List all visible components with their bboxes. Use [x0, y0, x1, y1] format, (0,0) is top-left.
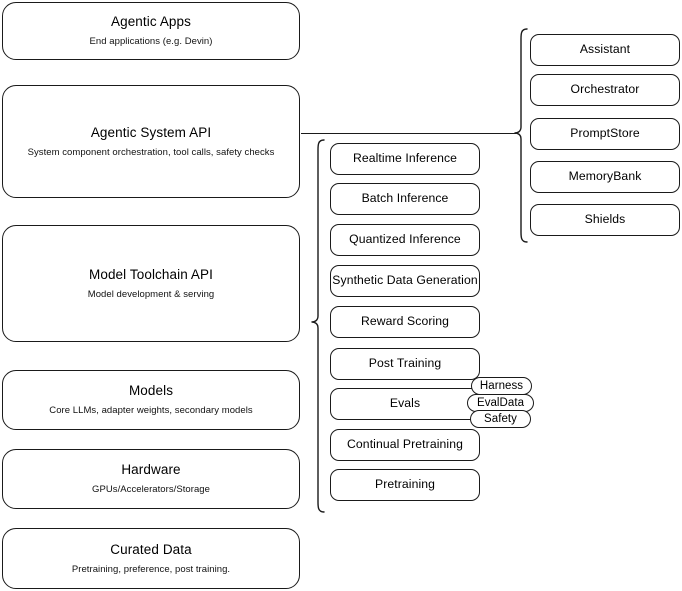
stack-layer-hardware[interactable]: Hardware GPUs/Accelerators/Storage: [2, 449, 300, 509]
pill-label: Harness: [479, 380, 524, 392]
card-label: Realtime Inference: [352, 151, 458, 166]
layer-title: Hardware: [121, 462, 181, 478]
stack-layer-agentic-system-api[interactable]: Agentic System API System component orch…: [2, 85, 300, 198]
toolchain-component-synthetic-data-generation[interactable]: Synthetic Data Generation: [330, 265, 480, 297]
card-label: Quantized Inference: [349, 232, 461, 247]
toolchain-component-realtime-inference[interactable]: Realtime Inference: [330, 143, 480, 175]
pill-label: EvalData: [476, 397, 525, 409]
toolchain-component-continual-pretraining[interactable]: Continual Pretraining: [330, 429, 480, 461]
toolchain-component-quantized-inference[interactable]: Quantized Inference: [330, 224, 480, 256]
agentic-component-assistant[interactable]: Assistant: [530, 34, 680, 66]
layer-subtitle: Pretraining, preference, post training.: [71, 563, 231, 575]
connector-agentic-system-to-components: [301, 133, 516, 134]
layer-title: Agentic System API: [90, 124, 212, 140]
stack-layer-curated-data[interactable]: Curated Data Pretraining, preference, po…: [2, 528, 300, 589]
layer-subtitle: Model development & serving: [87, 288, 215, 300]
toolchain-component-reward-scoring[interactable]: Reward Scoring: [330, 306, 480, 338]
stack-layer-agentic-apps[interactable]: Agentic Apps End applications (e.g. Devi…: [2, 2, 300, 60]
toolchain-component-batch-inference[interactable]: Batch Inference: [330, 183, 480, 215]
stack-layer-models[interactable]: Models Core LLMs, adapter weights, secon…: [2, 370, 300, 430]
layer-subtitle: System component orchestration, tool cal…: [27, 146, 275, 158]
layer-title: Models: [128, 383, 174, 399]
card-label: Batch Inference: [361, 191, 449, 206]
layer-subtitle: End applications (e.g. Devin): [89, 36, 213, 47]
card-label: MemoryBank: [568, 169, 642, 184]
layer-title: Curated Data: [110, 541, 192, 557]
toolchain-component-post-training[interactable]: Post Training: [330, 348, 480, 380]
toolchain-component-pretraining[interactable]: Pretraining: [330, 469, 480, 501]
agentic-component-shields[interactable]: Shields: [530, 204, 680, 236]
card-label: Evals: [389, 396, 421, 411]
brace-toolchain-components: [311, 139, 325, 513]
layer-subtitle: GPUs/Accelerators/Storage: [92, 484, 210, 495]
card-label: Continual Pretraining: [347, 437, 463, 452]
card-label: Shields: [584, 212, 626, 227]
card-label: Assistant: [579, 42, 631, 57]
pill-label: Safety: [484, 413, 517, 425]
card-label: Orchestrator: [570, 82, 640, 97]
card-label: Pretraining: [374, 477, 436, 492]
evals-subcomponent-safety[interactable]: Safety: [470, 410, 531, 428]
agentic-component-orchestrator[interactable]: Orchestrator: [530, 74, 680, 106]
agentic-component-memorybank[interactable]: MemoryBank: [530, 161, 680, 193]
brace-agentic-components: [514, 28, 528, 243]
layer-title: Model Toolchain API: [89, 266, 213, 282]
agentic-component-promptstore[interactable]: PromptStore: [530, 118, 680, 150]
layer-subtitle: Core LLMs, adapter weights, secondary mo…: [49, 405, 253, 416]
card-label: Synthetic Data Generation: [332, 273, 478, 288]
card-label: PromptStore: [570, 126, 640, 141]
stack-layer-model-toolchain-api[interactable]: Model Toolchain API Model development & …: [2, 225, 300, 342]
evals-subcomponent-harness[interactable]: Harness: [471, 377, 532, 395]
layer-title: Agentic Apps: [110, 14, 191, 30]
toolchain-component-evals[interactable]: Evals: [330, 388, 480, 420]
card-label: Post Training: [368, 356, 442, 371]
card-label: Reward Scoring: [360, 314, 450, 329]
